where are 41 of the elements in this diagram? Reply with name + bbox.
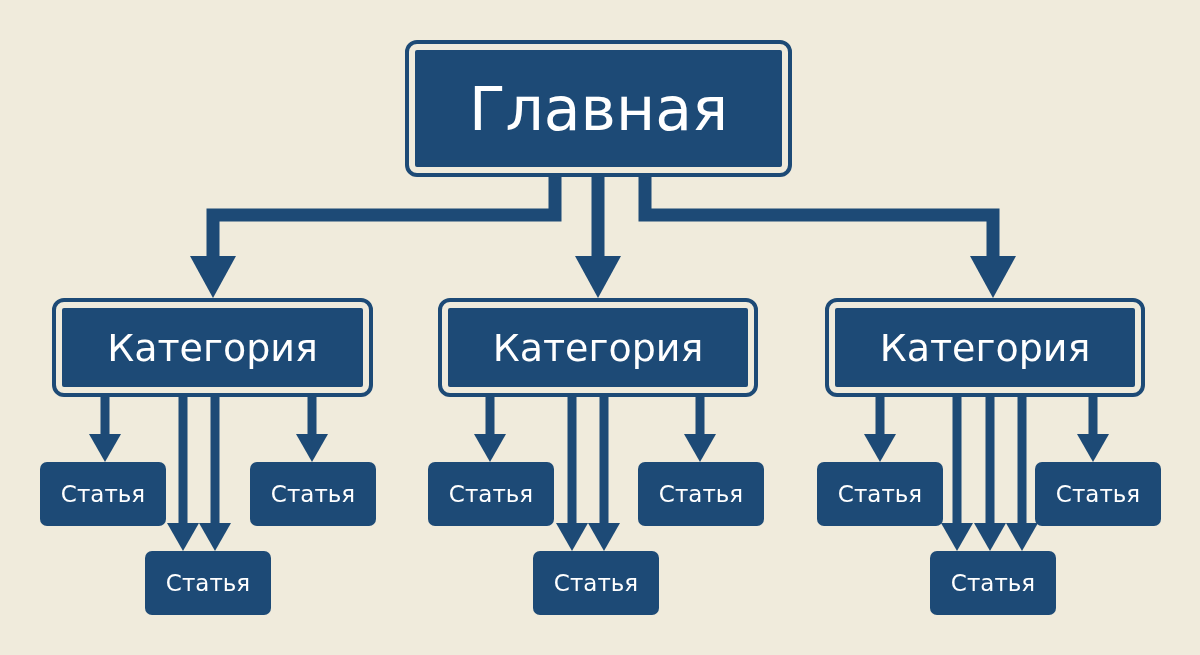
arrow [974, 397, 1006, 551]
arrow [296, 397, 328, 462]
arrow [190, 177, 562, 298]
category-box [825, 298, 1145, 397]
node-label: Статья [60, 481, 146, 507]
arrow [684, 397, 716, 462]
article-box [428, 462, 554, 526]
arrow [89, 397, 121, 462]
article-box [40, 462, 166, 526]
arrow [1077, 397, 1109, 462]
arrow [864, 397, 896, 462]
node-label: Статья [270, 481, 356, 507]
arrow [167, 397, 199, 551]
node-label: Статья [553, 570, 639, 596]
arrow [556, 397, 588, 551]
node-label: Статья [165, 570, 251, 596]
node-label: Главная [468, 73, 729, 144]
arrow [1006, 397, 1038, 551]
node-label: Статья [950, 570, 1036, 596]
home-page-box [405, 40, 792, 177]
arrow [199, 397, 231, 551]
node-label: Статья [1055, 481, 1141, 507]
node-label: Категория [107, 325, 318, 370]
arrow [575, 177, 621, 298]
article-box [817, 462, 943, 526]
category-box [438, 298, 758, 397]
node-label: Статья [658, 481, 744, 507]
node-label: Категория [492, 325, 704, 370]
article-box [930, 551, 1056, 615]
arrow [638, 177, 1016, 298]
article-box [250, 462, 376, 526]
article-box [533, 551, 659, 615]
node-label: Статья [837, 481, 923, 507]
category-box [52, 298, 373, 397]
node-label: Статья [448, 481, 534, 507]
arrow [588, 397, 620, 551]
arrow [941, 397, 973, 551]
node-label: Категория [879, 325, 1091, 370]
article-box [145, 551, 271, 615]
article-box [638, 462, 764, 526]
article-box [1035, 462, 1161, 526]
